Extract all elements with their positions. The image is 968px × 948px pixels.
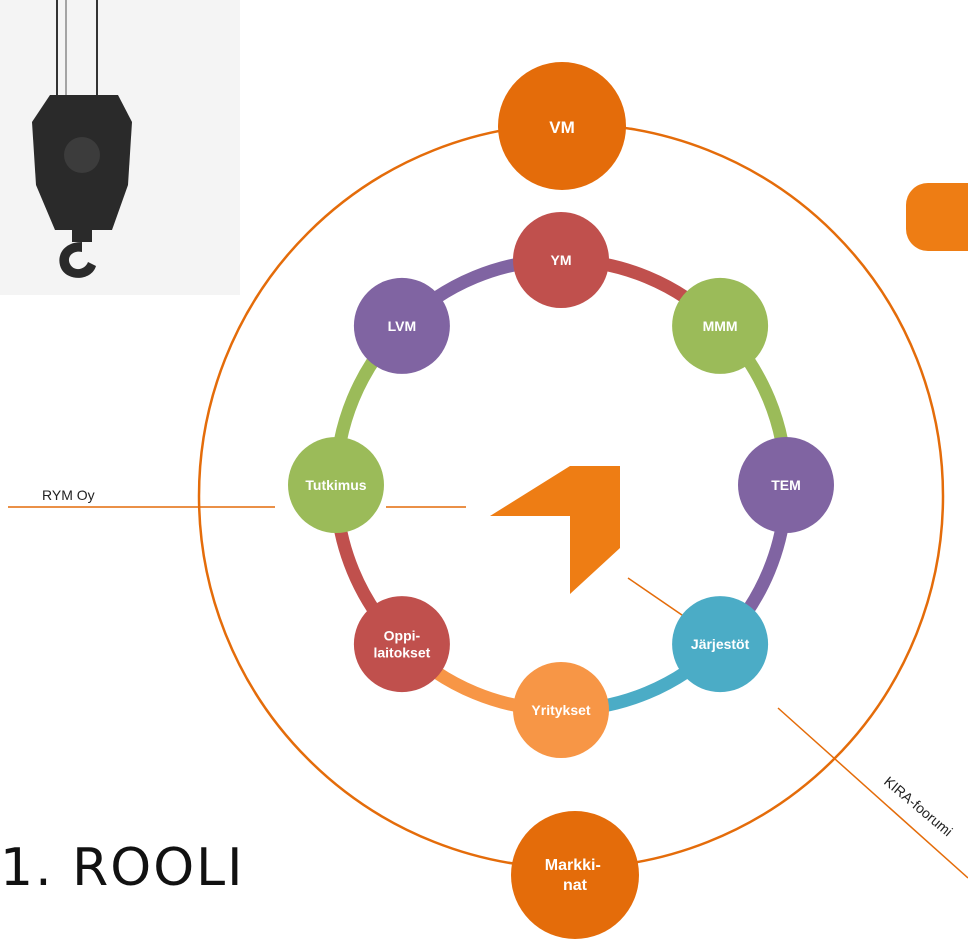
node-oppilaitokset-circle: [353, 596, 450, 693]
node-ym-label: YM: [551, 252, 572, 268]
node-mmm: MMM: [672, 277, 769, 374]
node-ym-line-1: YM: [551, 252, 572, 268]
node-yritykset-line-1: Yritykset: [531, 702, 590, 718]
node-tutkimus-circle: [288, 437, 384, 533]
node-oppilaitokset-line-1: Oppi-: [384, 628, 421, 644]
center-arrow-icon: [490, 466, 620, 594]
node-markkinat: Markki- nat: [511, 811, 639, 939]
node-tem-line-1: TEM: [771, 477, 801, 493]
crane-hook-icon: [0, 0, 240, 295]
node-mmm-line-1: MMM: [703, 318, 738, 334]
node-markkinat-line-2: nat: [563, 877, 588, 894]
node-mmm-label: MMM: [703, 318, 738, 334]
node-ym: YM: [513, 212, 609, 308]
node-yritykset: Yritykset: [513, 662, 609, 758]
node-lvm: LVM: [353, 277, 450, 374]
node-tem-label: TEM: [771, 477, 801, 493]
node-jarjestot-circle: [672, 596, 769, 693]
node-lvm-label: LVM: [388, 318, 417, 334]
node-tutkimus: Tutkimus: [288, 437, 384, 533]
page-heading: 1. ROOLI: [0, 838, 245, 898]
node-lvm-circle: [353, 277, 450, 374]
node-markkinat-line-1: Markki-: [545, 857, 601, 874]
node-jarjestot: Järjestöt: [672, 596, 769, 693]
node-yritykset-circle: [513, 662, 609, 758]
node-tem-circle: [738, 437, 834, 533]
node-tem: TEM: [738, 437, 834, 533]
label-kira-foorumi: KIRA-foorumi: [881, 773, 956, 839]
node-yritykset-label: Yritykset: [531, 702, 590, 718]
node-oppilaitokset: Oppi-laitokset: [353, 596, 450, 693]
node-tutkimus-line-1: Tutkimus: [305, 477, 366, 493]
node-vm: VM: [498, 62, 626, 190]
node-lvm-line-1: LVM: [388, 318, 417, 334]
label-rym-oy: RYM Oy: [42, 487, 95, 503]
node-markkinat-label: Markki- nat: [545, 857, 605, 894]
node-mmm-circle: [672, 277, 769, 374]
node-oppilaitokset-line-2: laitokset: [373, 645, 430, 661]
connector-kira: [777, 707, 968, 879]
node-jarjestot-label: Järjestöt: [691, 636, 750, 652]
orange-tab-icon: [906, 183, 968, 251]
node-ym-circle: [513, 212, 609, 308]
node-oppilaitokset-label: Oppi-laitokset: [373, 628, 430, 661]
node-tutkimus-label: Tutkimus: [305, 477, 366, 493]
node-jarjestot-line-1: Järjestöt: [691, 636, 750, 652]
node-vm-label: VM: [549, 118, 575, 137]
